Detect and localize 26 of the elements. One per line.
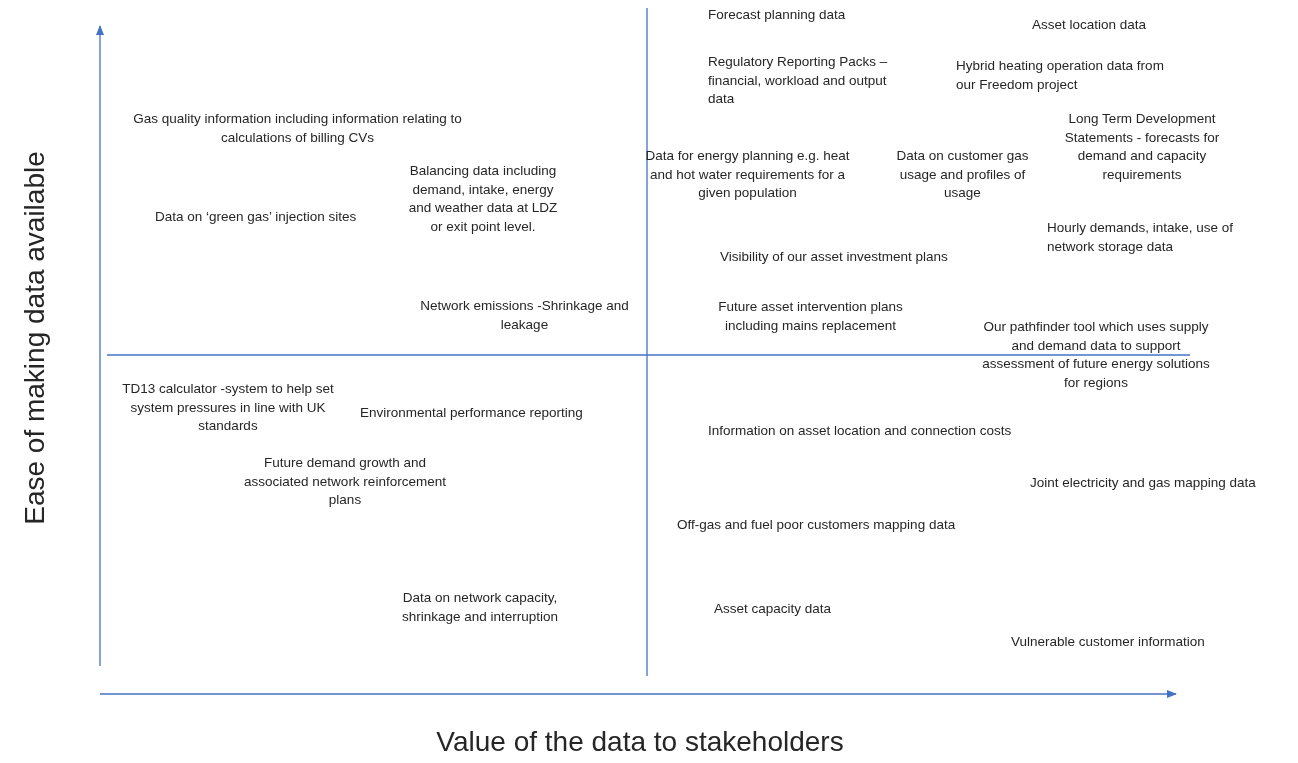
- data-item-label: Balancing data including demand, intake, energy and weather data at LDZ or exit point level.: [408, 162, 558, 236]
- data-item-label: Hybrid heating operation data from our Freedom project: [956, 57, 1165, 94]
- data-item-label: Asset location data: [1032, 16, 1147, 34]
- data-item-label: Visibility of our asset investment plans: [720, 248, 948, 266]
- data-item-label: Long Term Development Statements - forecasts for demand and capacity requirements: [1063, 110, 1221, 184]
- data-item-label: Our pathfinder tool which uses supply and demand data to support assessment of future energy solutions for regions: [982, 318, 1210, 392]
- data-item-label: TD13 calculator -system to help set system pressures in line with UK standards: [121, 380, 335, 435]
- axis-title: Ease of making data available: [19, 151, 51, 525]
- data-item-label: Information on asset location and connection costs: [708, 422, 1012, 440]
- data-item-label: Off-gas and fuel poor customers mapping data: [677, 516, 956, 534]
- data-item-label: Hourly demands, intake, use of network storage data: [1047, 219, 1235, 256]
- data-item-label: Future asset intervention plans including mains replacement: [717, 298, 904, 335]
- data-item-label: Data for energy planning e.g. heat and hot water requirements for a given population: [645, 147, 850, 202]
- data-item-label: Data on network capacity, shrinkage and interruption: [400, 589, 560, 626]
- data-item-label: Gas quality information including information relating to calculations of billing CVs: [132, 110, 463, 147]
- data-item-label: Data on ‘green gas’ injection sites: [155, 208, 357, 226]
- data-item-label: Forecast planning data: [708, 6, 846, 24]
- data-item-label: Asset capacity data: [714, 600, 832, 618]
- axis-title: Value of the data to stakeholders: [436, 726, 844, 758]
- data-item-label: Regulatory Reporting Packs – financial, workload and output data: [708, 53, 889, 108]
- data-item-label: Vulnerable customer information: [1011, 633, 1205, 651]
- data-item-label: Environmental performance reporting: [360, 404, 583, 422]
- data-item-label: Network emissions -Shrinkage and leakage: [419, 297, 630, 334]
- data-item-label: Data on customer gas usage and profiles of usage: [895, 147, 1030, 202]
- data-item-label: Future demand growth and associated network reinforcement plans: [243, 454, 447, 509]
- data-item-label: Joint electricity and gas mapping data: [1030, 474, 1256, 492]
